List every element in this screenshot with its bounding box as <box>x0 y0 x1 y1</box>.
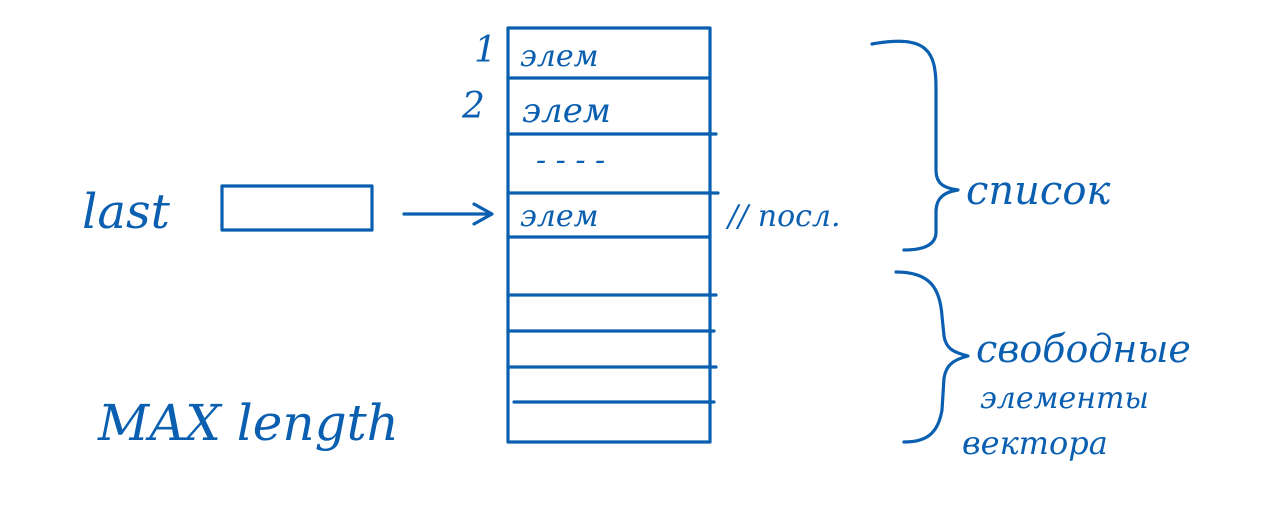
vector-array <box>506 26 720 444</box>
last-pointer-arrow <box>402 202 494 226</box>
array-cell-element: элем <box>522 91 611 131</box>
array-cell-ellipsis: - - - - <box>536 143 605 178</box>
array-cell-last-element: элем <box>520 199 599 234</box>
last-label: last <box>82 184 171 240</box>
array-outline <box>506 26 712 444</box>
row-number: 2 <box>461 86 485 127</box>
last-variable-box <box>220 184 374 232</box>
array-cell-element: элем <box>520 39 599 74</box>
row-number: 1 <box>474 30 497 71</box>
max-length-label: MAX length <box>97 394 399 452</box>
free-elements-label: свободные <box>976 327 1191 371</box>
list-brace <box>870 39 960 252</box>
free-elements-label: вектора <box>962 424 1108 462</box>
last-comment: // посл. <box>725 199 841 234</box>
list-label: список <box>966 168 1110 214</box>
free-elements-brace <box>894 270 970 444</box>
free-elements-label: элементы <box>980 381 1149 416</box>
